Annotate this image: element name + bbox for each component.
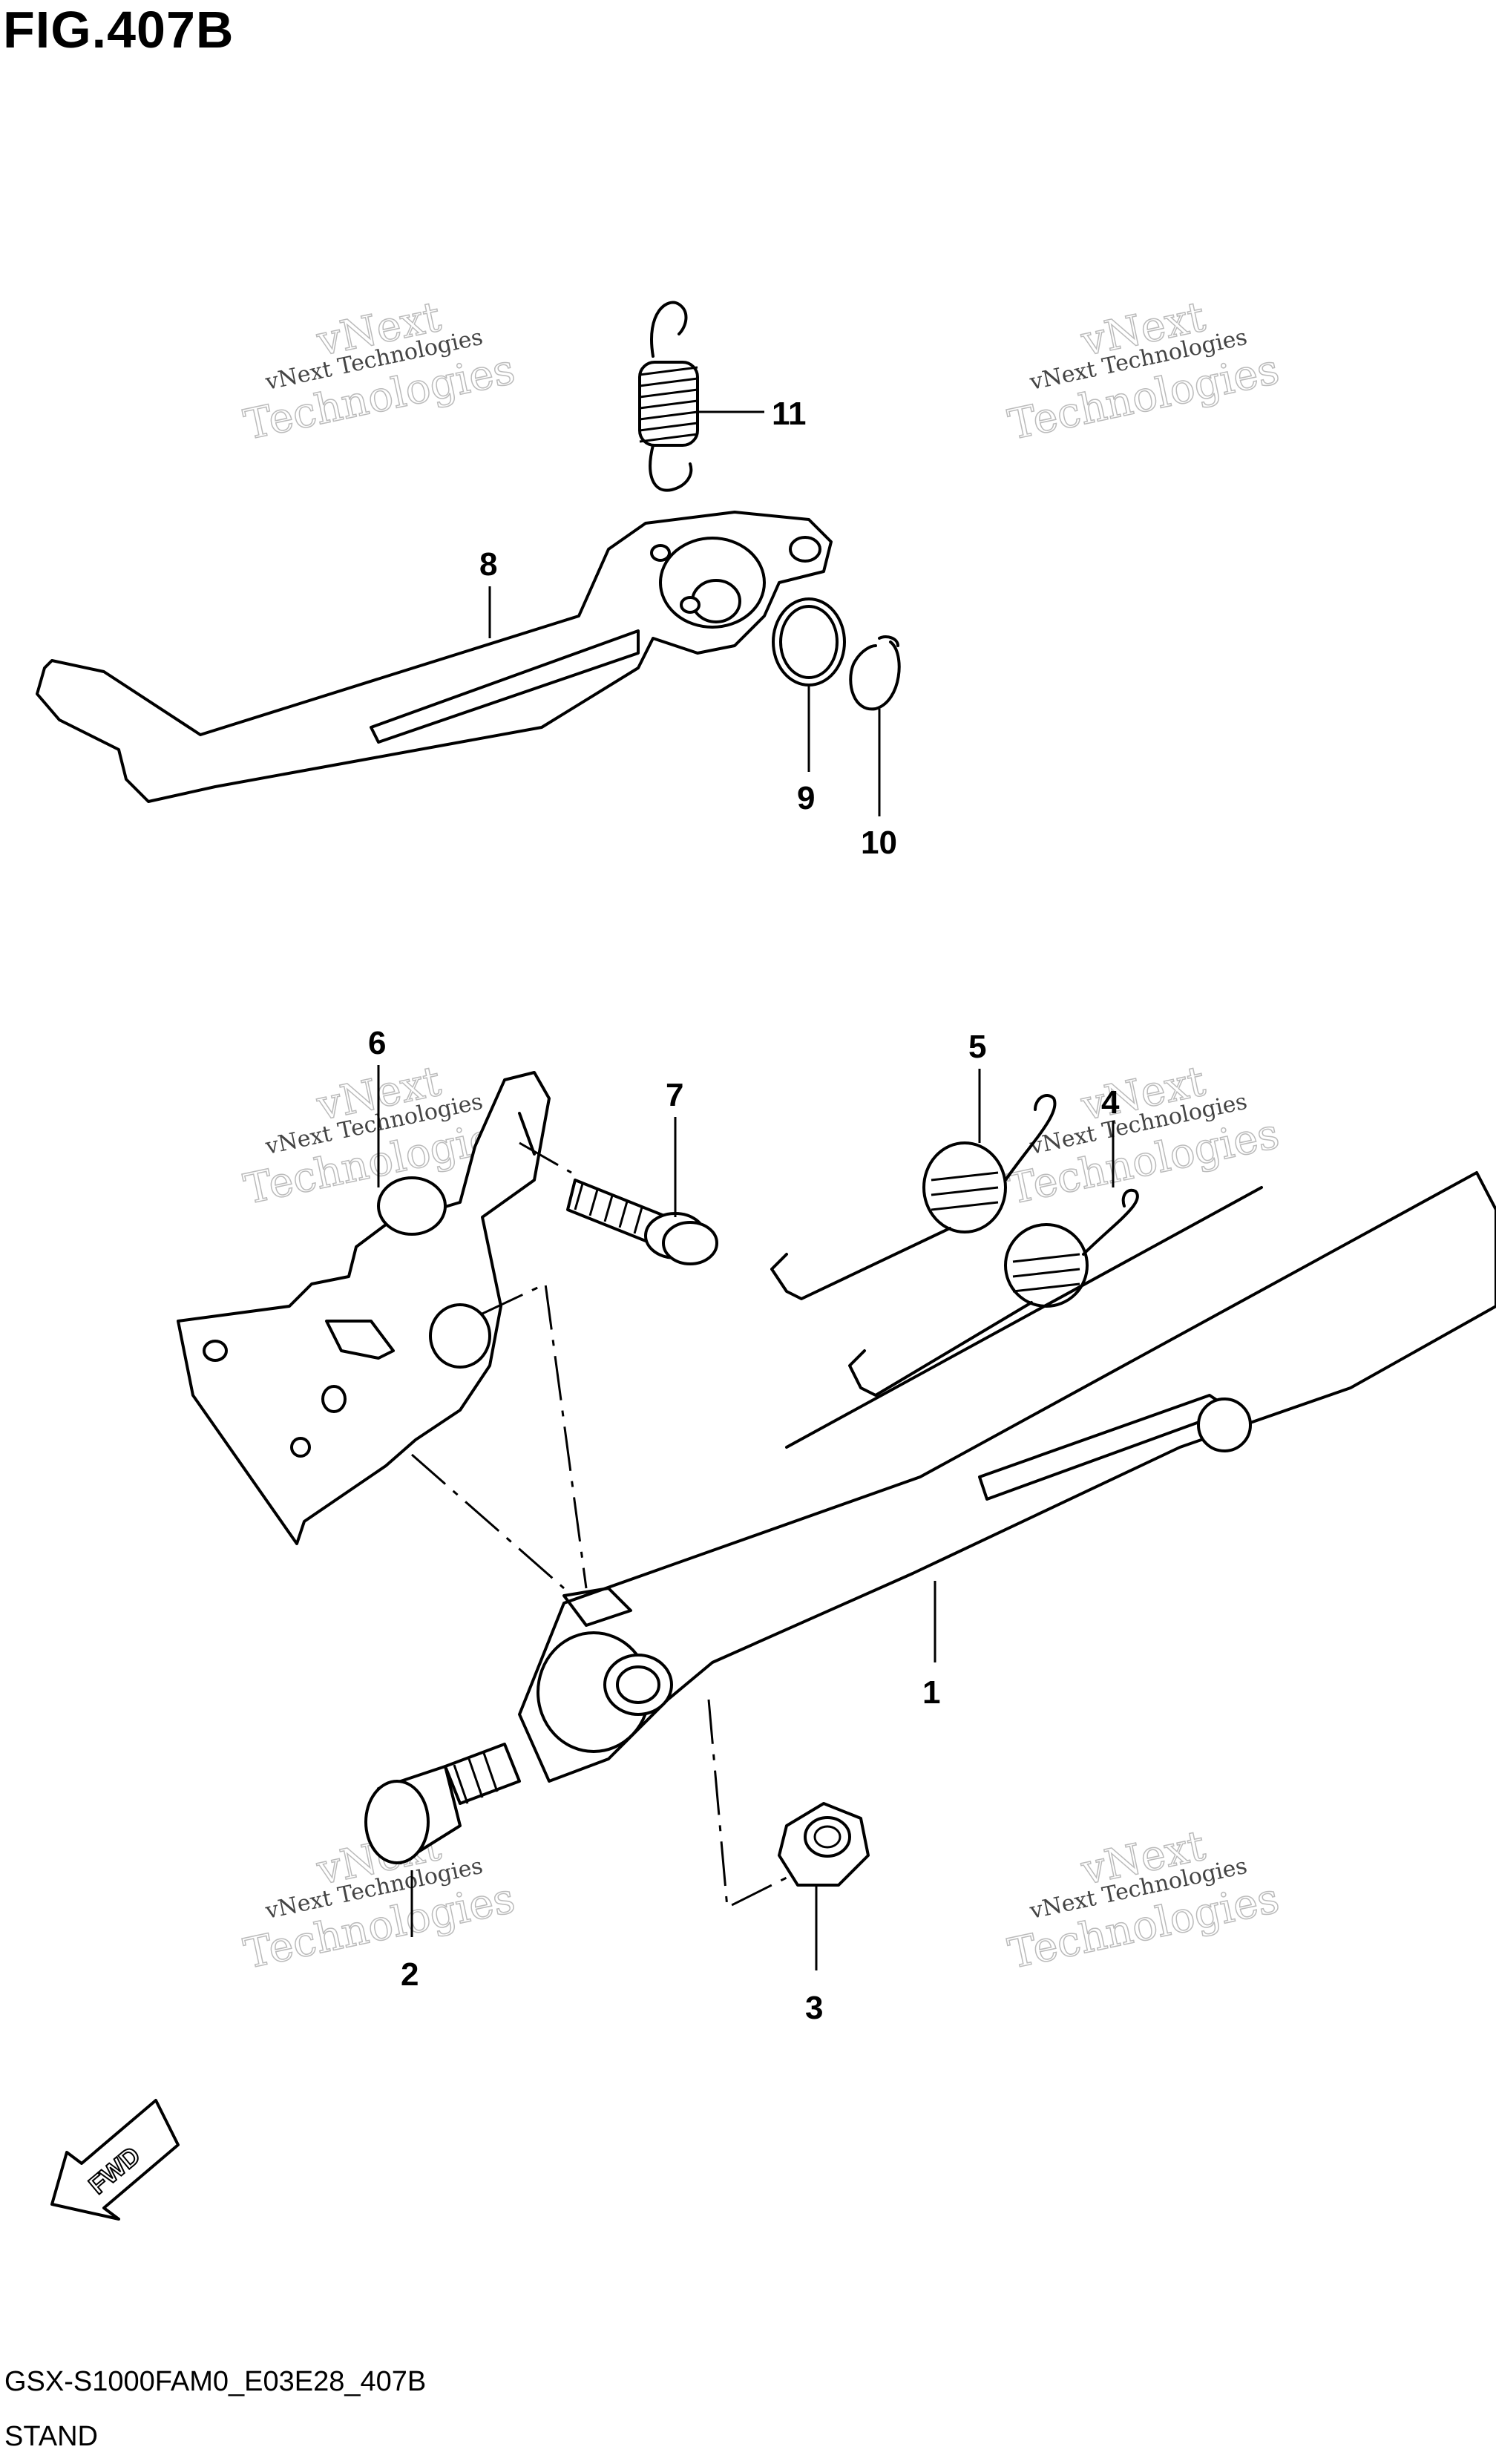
callout-1: 1 [922,1674,940,1711]
part-3-nut [778,1802,870,1887]
part-6-bracket [177,1071,551,1545]
callout-4: 4 [1101,1084,1120,1121]
part-8-brake-lever [36,511,833,803]
callout-9: 9 [797,780,815,816]
callout-3: 3 [805,1990,823,2026]
watermark-bottom-right: Technologies vNext vNext Technologies [1004,1821,1285,1979]
fwd-arrow-icon: FWD [50,2099,180,2221]
section-name: STAND [4,2421,98,2452]
model-code: GSX-S1000FAM0_E03E28_407B [4,2366,427,2397]
watermark-mid-right: Technologies vNext vNext Technologies [1004,1057,1285,1215]
part-7-bolt [566,1179,718,1265]
callout-10: 10 [861,825,897,861]
leader-lines [377,410,1115,1970]
callout-8: 8 [479,546,497,583]
callout-7: 7 [666,1077,683,1113]
callout-2: 2 [401,1956,419,1993]
part-2-pivot-bolt [364,1743,521,1864]
assembly-lines [411,1141,787,1910]
part-10-circlip [849,635,901,711]
part-11-spring [638,301,699,492]
watermark-top-right: Technologies vNext vNext Technologies [1004,292,1285,450]
part-5-spring [770,1094,1057,1300]
part-9-washer [772,597,846,687]
callout-5: 5 [968,1029,986,1065]
callout-11: 11 [772,396,807,432]
watermark-top-left: Technologies vNext vNext Technologies [240,292,520,450]
part-1-side-stand [518,1171,1496,1783]
callout-6: 6 [368,1025,386,1061]
figure-title: FIG.407B [3,1,234,59]
